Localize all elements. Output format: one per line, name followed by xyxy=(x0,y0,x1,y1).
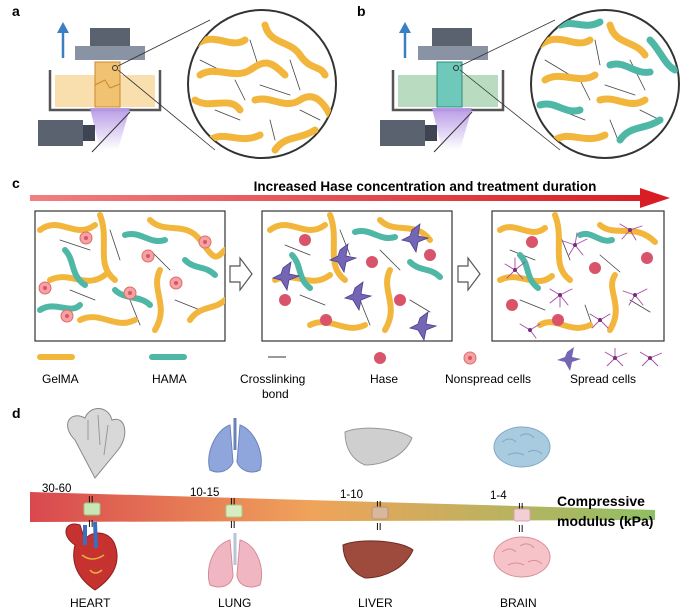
lung-range-label: 10-15 xyxy=(190,487,219,499)
liver-hydrogel-icon xyxy=(344,427,413,466)
liver-range-label: 1-10 xyxy=(340,489,363,501)
lung-icon xyxy=(207,533,263,588)
legend-crosslinking-bond: Crosslinking bond xyxy=(240,356,305,401)
svg-text:II: II xyxy=(518,502,524,513)
brain-marker: II II xyxy=(513,502,531,535)
svg-text:II: II xyxy=(376,500,382,511)
lung-name: LUNG xyxy=(218,596,251,610)
panel-c: c Increased Hase concentration and treat… xyxy=(12,175,670,401)
panel-a: a xyxy=(12,3,337,159)
heart-range-label: 30-60 xyxy=(42,483,71,495)
svg-text:II: II xyxy=(230,520,236,531)
legend-label: Crosslinking xyxy=(240,372,305,386)
liver-icon xyxy=(342,540,414,579)
legend-spread-cells: Spread cells xyxy=(557,347,663,386)
legend-hama: HAMA xyxy=(149,354,187,386)
printer-head xyxy=(75,28,145,60)
panel-a-letter: a xyxy=(12,3,20,19)
liver-marker: II II xyxy=(371,500,389,533)
brain-range-label: 1-4 xyxy=(490,490,507,502)
brain-hydrogel-icon xyxy=(493,426,551,468)
axis-title-line1: Compressive xyxy=(557,493,645,509)
up-arrow-icon xyxy=(399,22,411,58)
resin-vat xyxy=(48,61,162,112)
zoom-circle-b xyxy=(530,9,680,159)
brain-name: BRAIN xyxy=(500,596,537,610)
legend-gelma: GelMA xyxy=(37,354,79,386)
liver-name: LIVER xyxy=(358,596,393,610)
panel-b: b xyxy=(357,3,680,159)
panel-d: d 30-60 10-15 1-10 1-4 II II xyxy=(12,405,655,610)
legend-label: HAMA xyxy=(152,372,187,386)
legend-label: Spread cells xyxy=(570,372,636,386)
projector-camera xyxy=(380,108,473,153)
hydrogel-state-3 xyxy=(491,210,665,342)
heart-hydrogel-icon xyxy=(67,408,126,479)
svg-text:II: II xyxy=(230,497,236,508)
modulus-wedge xyxy=(30,492,655,522)
legend-hase: Hase xyxy=(370,352,398,386)
axis-title-line2: modulus (kPa) xyxy=(557,513,653,529)
legend: GelMA HAMA Crosslinking bond Hase Nonspr… xyxy=(37,347,663,401)
step-arrow-icon xyxy=(457,256,481,292)
hydrogel-state-1 xyxy=(34,210,226,342)
banner-text: Increased Hase concentration and treatme… xyxy=(254,179,597,194)
resin-vat xyxy=(391,61,505,112)
svg-text:II: II xyxy=(518,524,524,535)
svg-text:II: II xyxy=(376,522,382,533)
legend-label: GelMA xyxy=(42,372,79,386)
lung-marker: II II xyxy=(225,497,243,531)
red-progress-arrow xyxy=(30,188,670,208)
panel-c-letter: c xyxy=(12,175,20,191)
heart-name: HEART xyxy=(70,596,111,610)
legend-nonspread-cells: Nonspread cells xyxy=(445,351,531,386)
svg-text:II: II xyxy=(88,495,94,506)
heart-marker: II II xyxy=(83,495,101,530)
svg-text:II: II xyxy=(88,519,94,530)
lung-hydrogel-icon xyxy=(208,418,262,473)
brain-icon xyxy=(493,536,551,578)
printer-head xyxy=(418,28,488,60)
zoom-circle-a xyxy=(187,9,337,159)
legend-label-line2: bond xyxy=(262,387,289,401)
panel-b-letter: b xyxy=(357,3,366,19)
up-arrow-icon xyxy=(57,22,69,58)
legend-label: Nonspread cells xyxy=(445,372,531,386)
step-arrow-icon xyxy=(229,256,253,292)
hydrogel-state-2 xyxy=(261,210,453,342)
panel-d-letter: d xyxy=(12,405,21,421)
heart-icon xyxy=(65,521,118,591)
projector-camera xyxy=(38,108,131,153)
legend-label: Hase xyxy=(370,372,398,386)
